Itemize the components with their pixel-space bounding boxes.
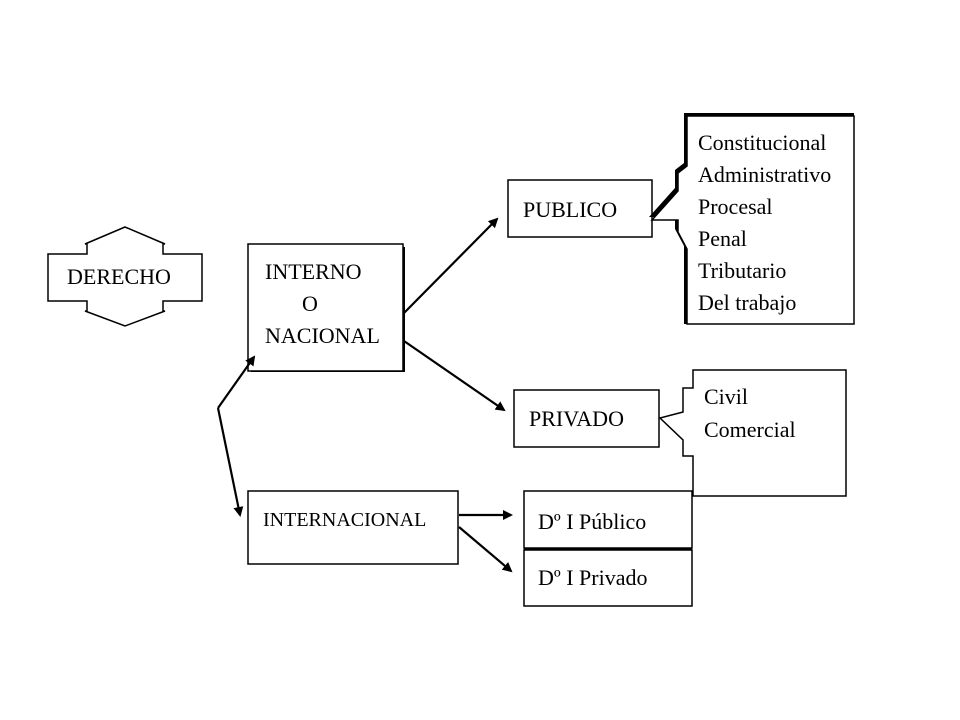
- privado-item-1: Civil: [704, 384, 748, 409]
- privado-callout: Civil Comercial: [658, 369, 847, 497]
- publico-label: PUBLICO: [523, 197, 617, 222]
- arrow-to-privado: [403, 340, 506, 412]
- derecho-label: DERECHO: [67, 264, 171, 289]
- publico-item-3: Procesal: [698, 194, 773, 219]
- publico-item-4: Penal: [698, 226, 747, 251]
- interno-node: INTERNO O NACIONAL: [247, 243, 405, 372]
- publico-item-6: Del trabajo: [698, 290, 796, 315]
- di-privado-node: Dº I Privado: [523, 549, 693, 607]
- publico-item-1: Constitucional: [698, 130, 826, 155]
- privado-label: PRIVADO: [529, 406, 624, 431]
- di-publico-node: Dº I Público: [523, 490, 693, 549]
- arrow-to-publico: [403, 217, 499, 314]
- arrow-to-di-privado: [458, 526, 513, 573]
- internacional-node: INTERNACIONAL: [247, 490, 459, 565]
- publico-item-2: Administrativo: [698, 162, 831, 187]
- derecho-node: DERECHO: [47, 226, 203, 327]
- interno-label-line1: INTERNO: [265, 259, 362, 284]
- di-privado-label: Dº I Privado: [538, 565, 647, 590]
- arrow-to-interno: [217, 355, 256, 409]
- publico-node: PUBLICO: [507, 179, 653, 238]
- privado-item-2: Comercial: [704, 417, 796, 442]
- privado-node: PRIVADO: [513, 389, 660, 448]
- publico-callout: Constitucional Administrativo Procesal P…: [649, 113, 855, 325]
- publico-item-5: Tributario: [698, 258, 786, 283]
- arrow-to-internacional: [216, 407, 244, 517]
- internacional-label: INTERNACIONAL: [263, 509, 426, 531]
- interno-label-line2: O: [302, 291, 318, 316]
- interno-label-line3: NACIONAL: [265, 323, 380, 348]
- di-publico-label: Dº I Público: [538, 509, 646, 534]
